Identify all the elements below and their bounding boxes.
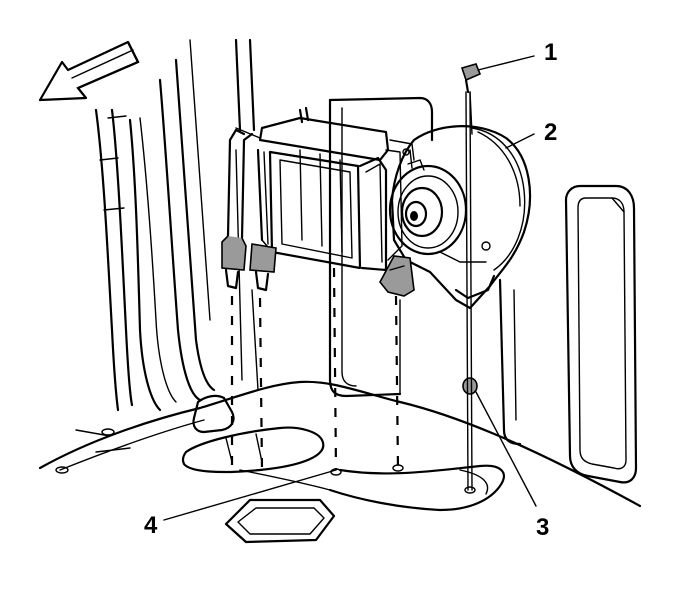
leader-4: [163, 469, 337, 521]
leader-2: [505, 133, 535, 149]
leader-3: [475, 391, 537, 507]
floor-recess: [224, 498, 336, 544]
heater-core-pipes: [221, 127, 277, 292]
forward-arrow-icon: [38, 40, 140, 102]
callout-leaders: [163, 55, 537, 521]
nut: [462, 377, 478, 395]
heater-core-assembly: [256, 106, 415, 272]
leader-1: [477, 55, 535, 71]
callout-3: 3: [536, 514, 549, 541]
side-wall-panel: [564, 184, 638, 484]
body-pillar: [94, 39, 216, 412]
callout-4: 4: [144, 512, 158, 539]
wall-opening: [328, 96, 522, 446]
callout-1: 1: [544, 39, 557, 66]
bolt: [460, 63, 482, 135]
callout-2: 2: [544, 119, 557, 146]
floor-pan: [38, 380, 642, 512]
blower-motor-housing: [388, 125, 532, 310]
stud-line: [465, 91, 473, 491]
alignment-lines: [230, 267, 476, 494]
housing-bracket: [379, 255, 415, 297]
wall-lines: [234, 38, 259, 391]
